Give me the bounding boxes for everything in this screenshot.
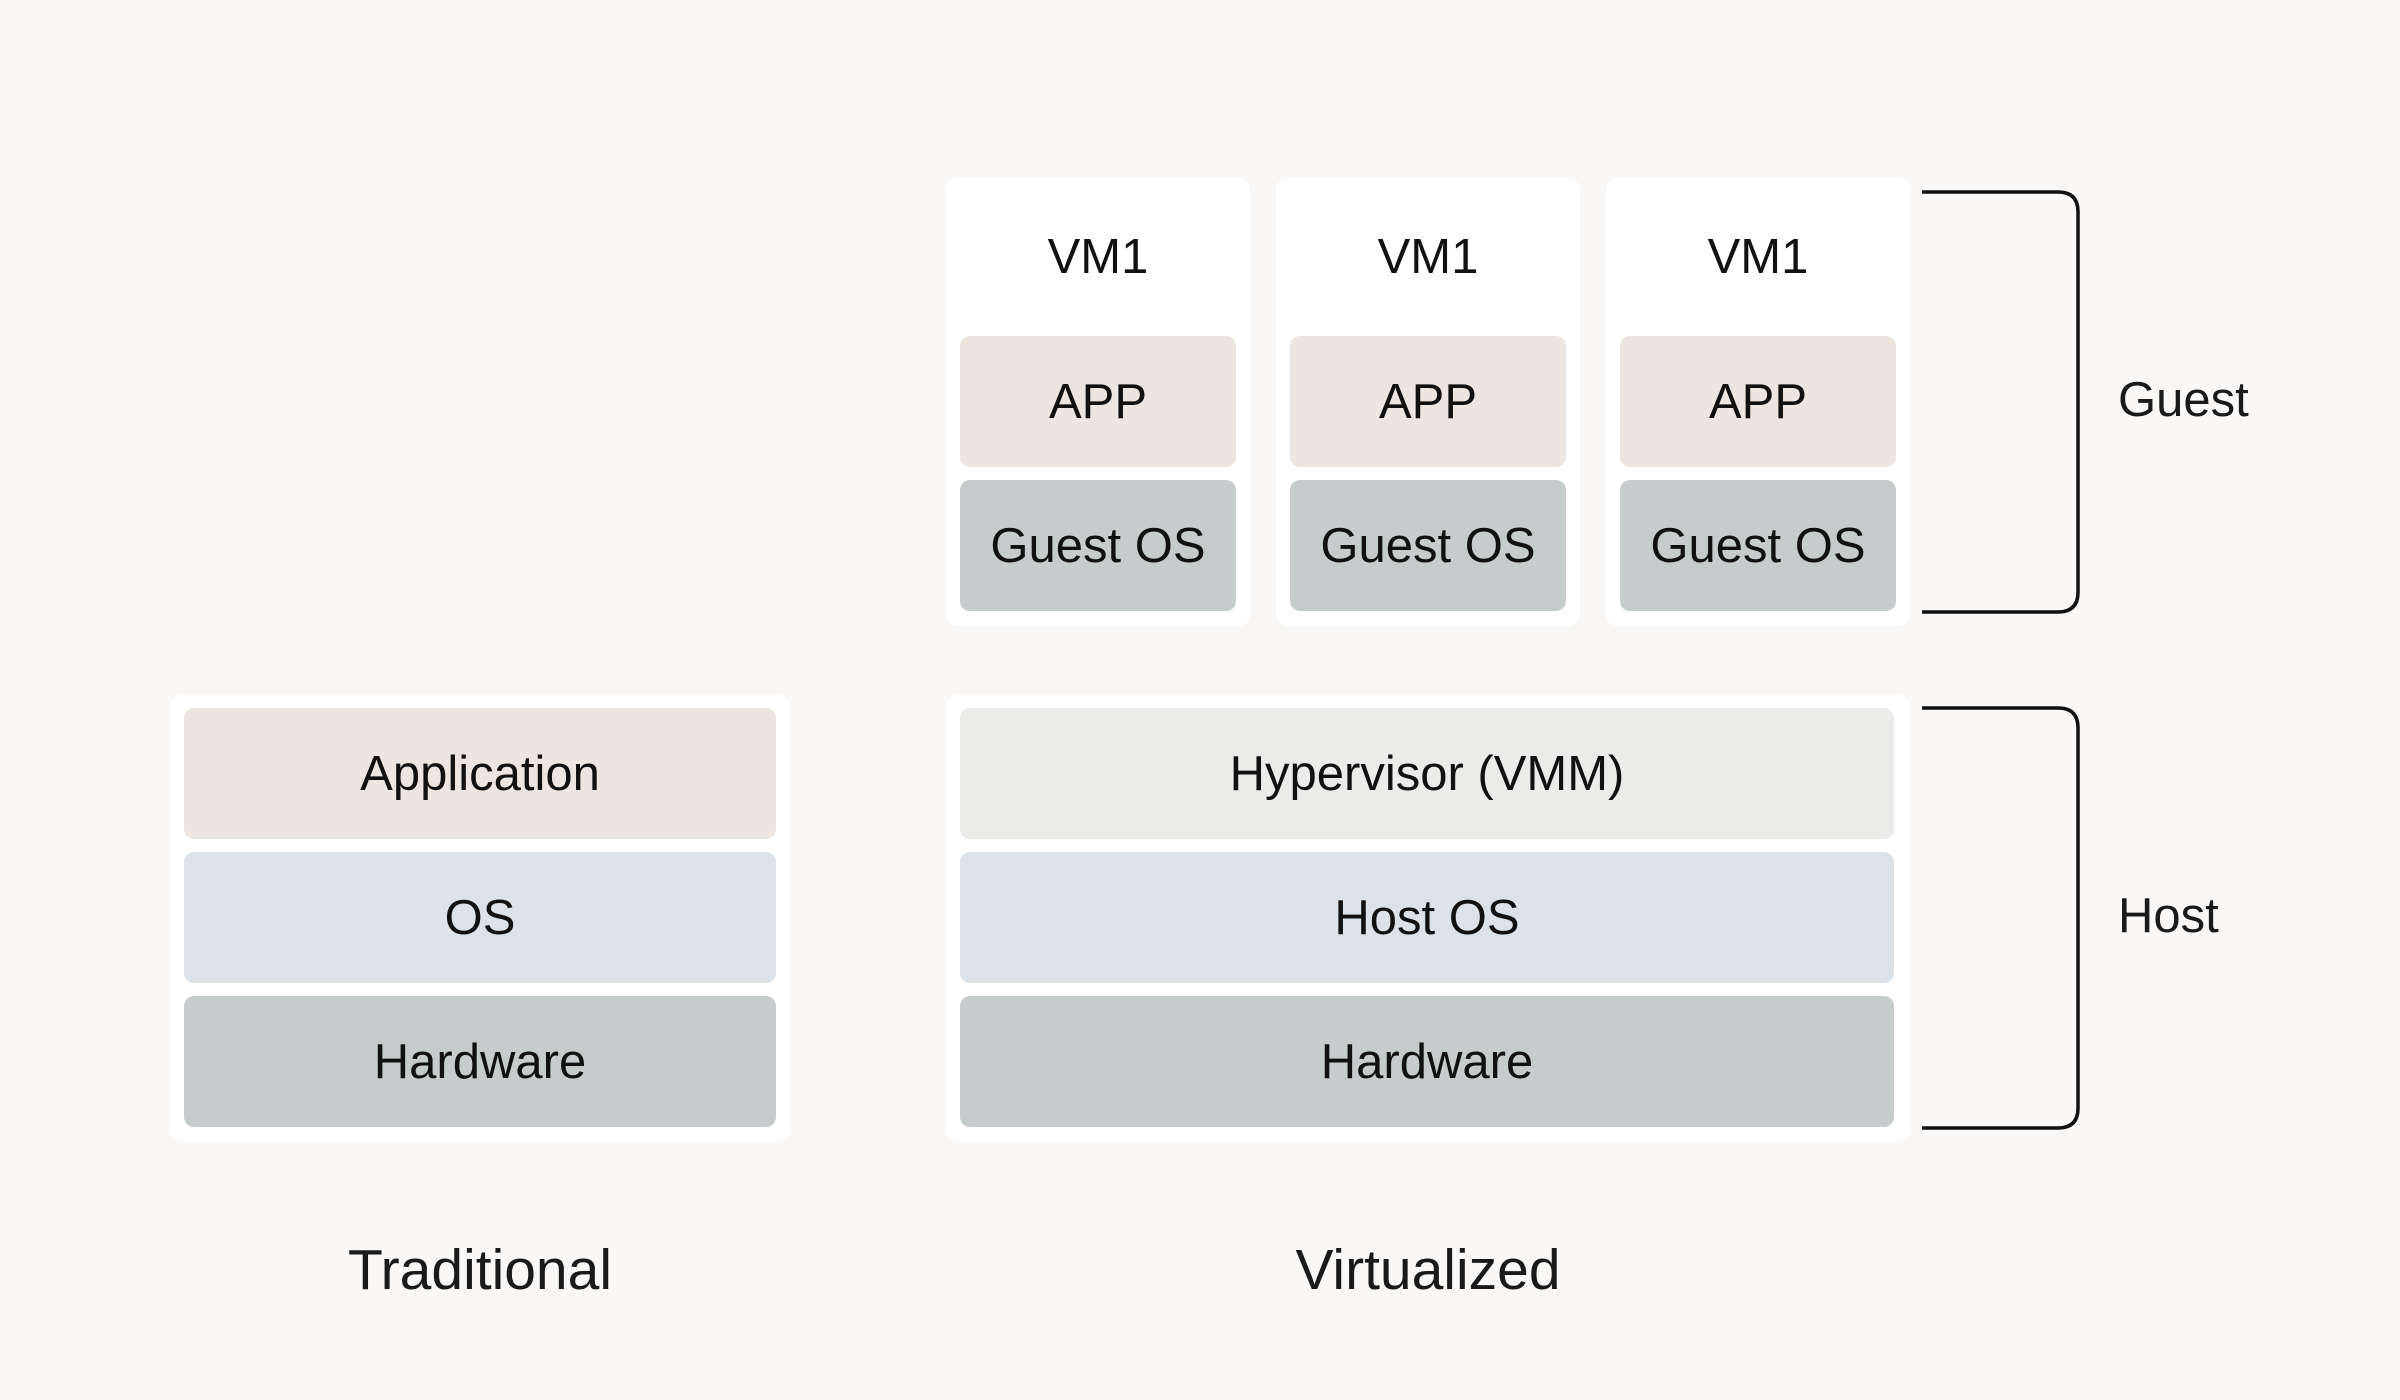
traditional-os-layer: OS [184,852,776,983]
traditional-caption: Traditional [347,1238,612,1302]
vm-guest-os-layer-3: Guest OS [1620,480,1896,611]
vm-guest-os-layer-2: Guest OS [1290,480,1566,611]
virtualized-caption: Virtualized [1295,1238,1561,1302]
host-os-layer: Host OS [960,852,1894,983]
guest-bracket [1922,190,2080,614]
host-bracket-label: Host [2118,889,2219,943]
vm-app-layer-3: APP [1620,336,1896,467]
vm-title-1: VM1 [1047,230,1149,284]
host-hardware-layer: Hardware [960,996,1894,1127]
hypervisor-layer: Hypervisor (VMM) [960,708,1894,839]
vm-title-3: VM1 [1707,230,1809,284]
vm-app-layer-2: APP [1290,336,1566,467]
traditional-hardware-layer: Hardware [184,996,776,1127]
vm-guest-os-layer-1: Guest OS [960,480,1236,611]
traditional-application-layer: Application [184,708,776,839]
guest-bracket-label: Guest [2118,373,2249,427]
vm-app-layer-1: APP [960,336,1236,467]
vm-title-2: VM1 [1377,230,1479,284]
host-bracket [1922,706,2080,1130]
